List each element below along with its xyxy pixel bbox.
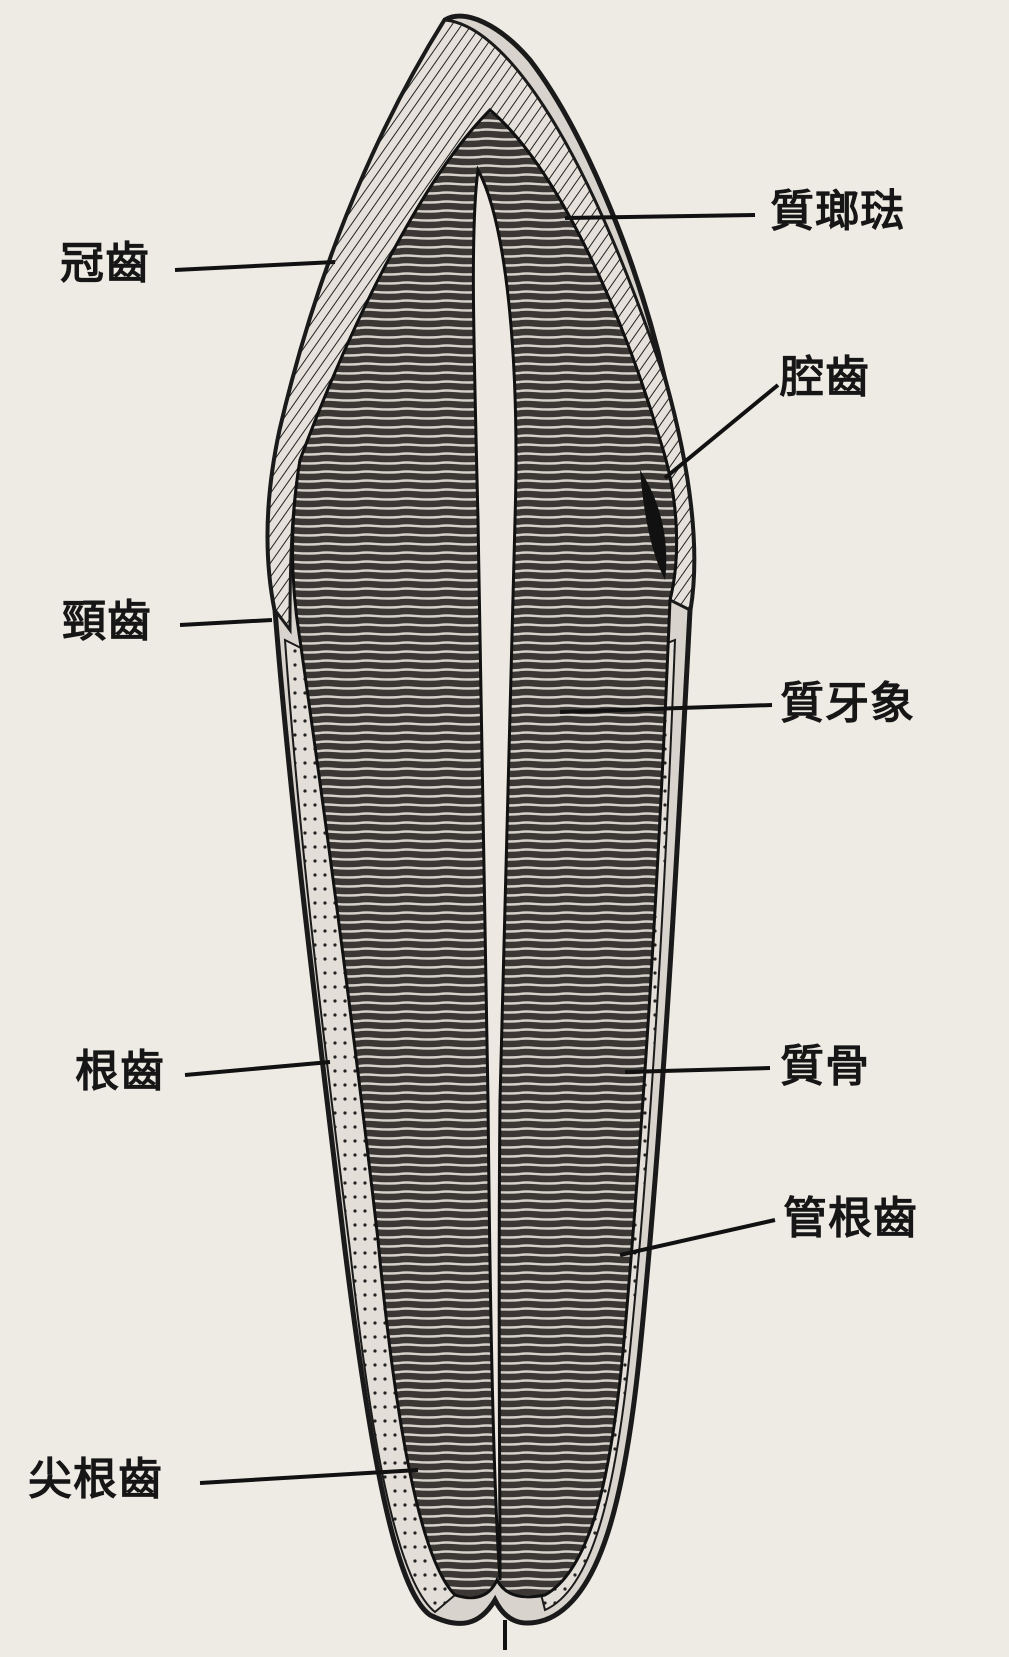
leader-neck	[180, 620, 272, 625]
label-neck: 頸齒	[62, 600, 152, 644]
label-enamel: 質瑯琺	[770, 190, 905, 234]
label-cementum: 質骨	[780, 1045, 870, 1089]
label-dentin: 質牙象	[780, 682, 915, 726]
leader-crown	[175, 262, 335, 270]
leader-root	[185, 1062, 330, 1075]
label-root: 根齒	[75, 1050, 165, 1094]
label-crown: 冠齒	[60, 242, 150, 286]
leader-pulp-cavity	[665, 385, 778, 478]
label-pulp-cavity: 腔齒	[780, 356, 870, 400]
label-root-canal: 管根齒	[783, 1197, 918, 1241]
label-apex: 尖根齒	[28, 1458, 163, 1502]
